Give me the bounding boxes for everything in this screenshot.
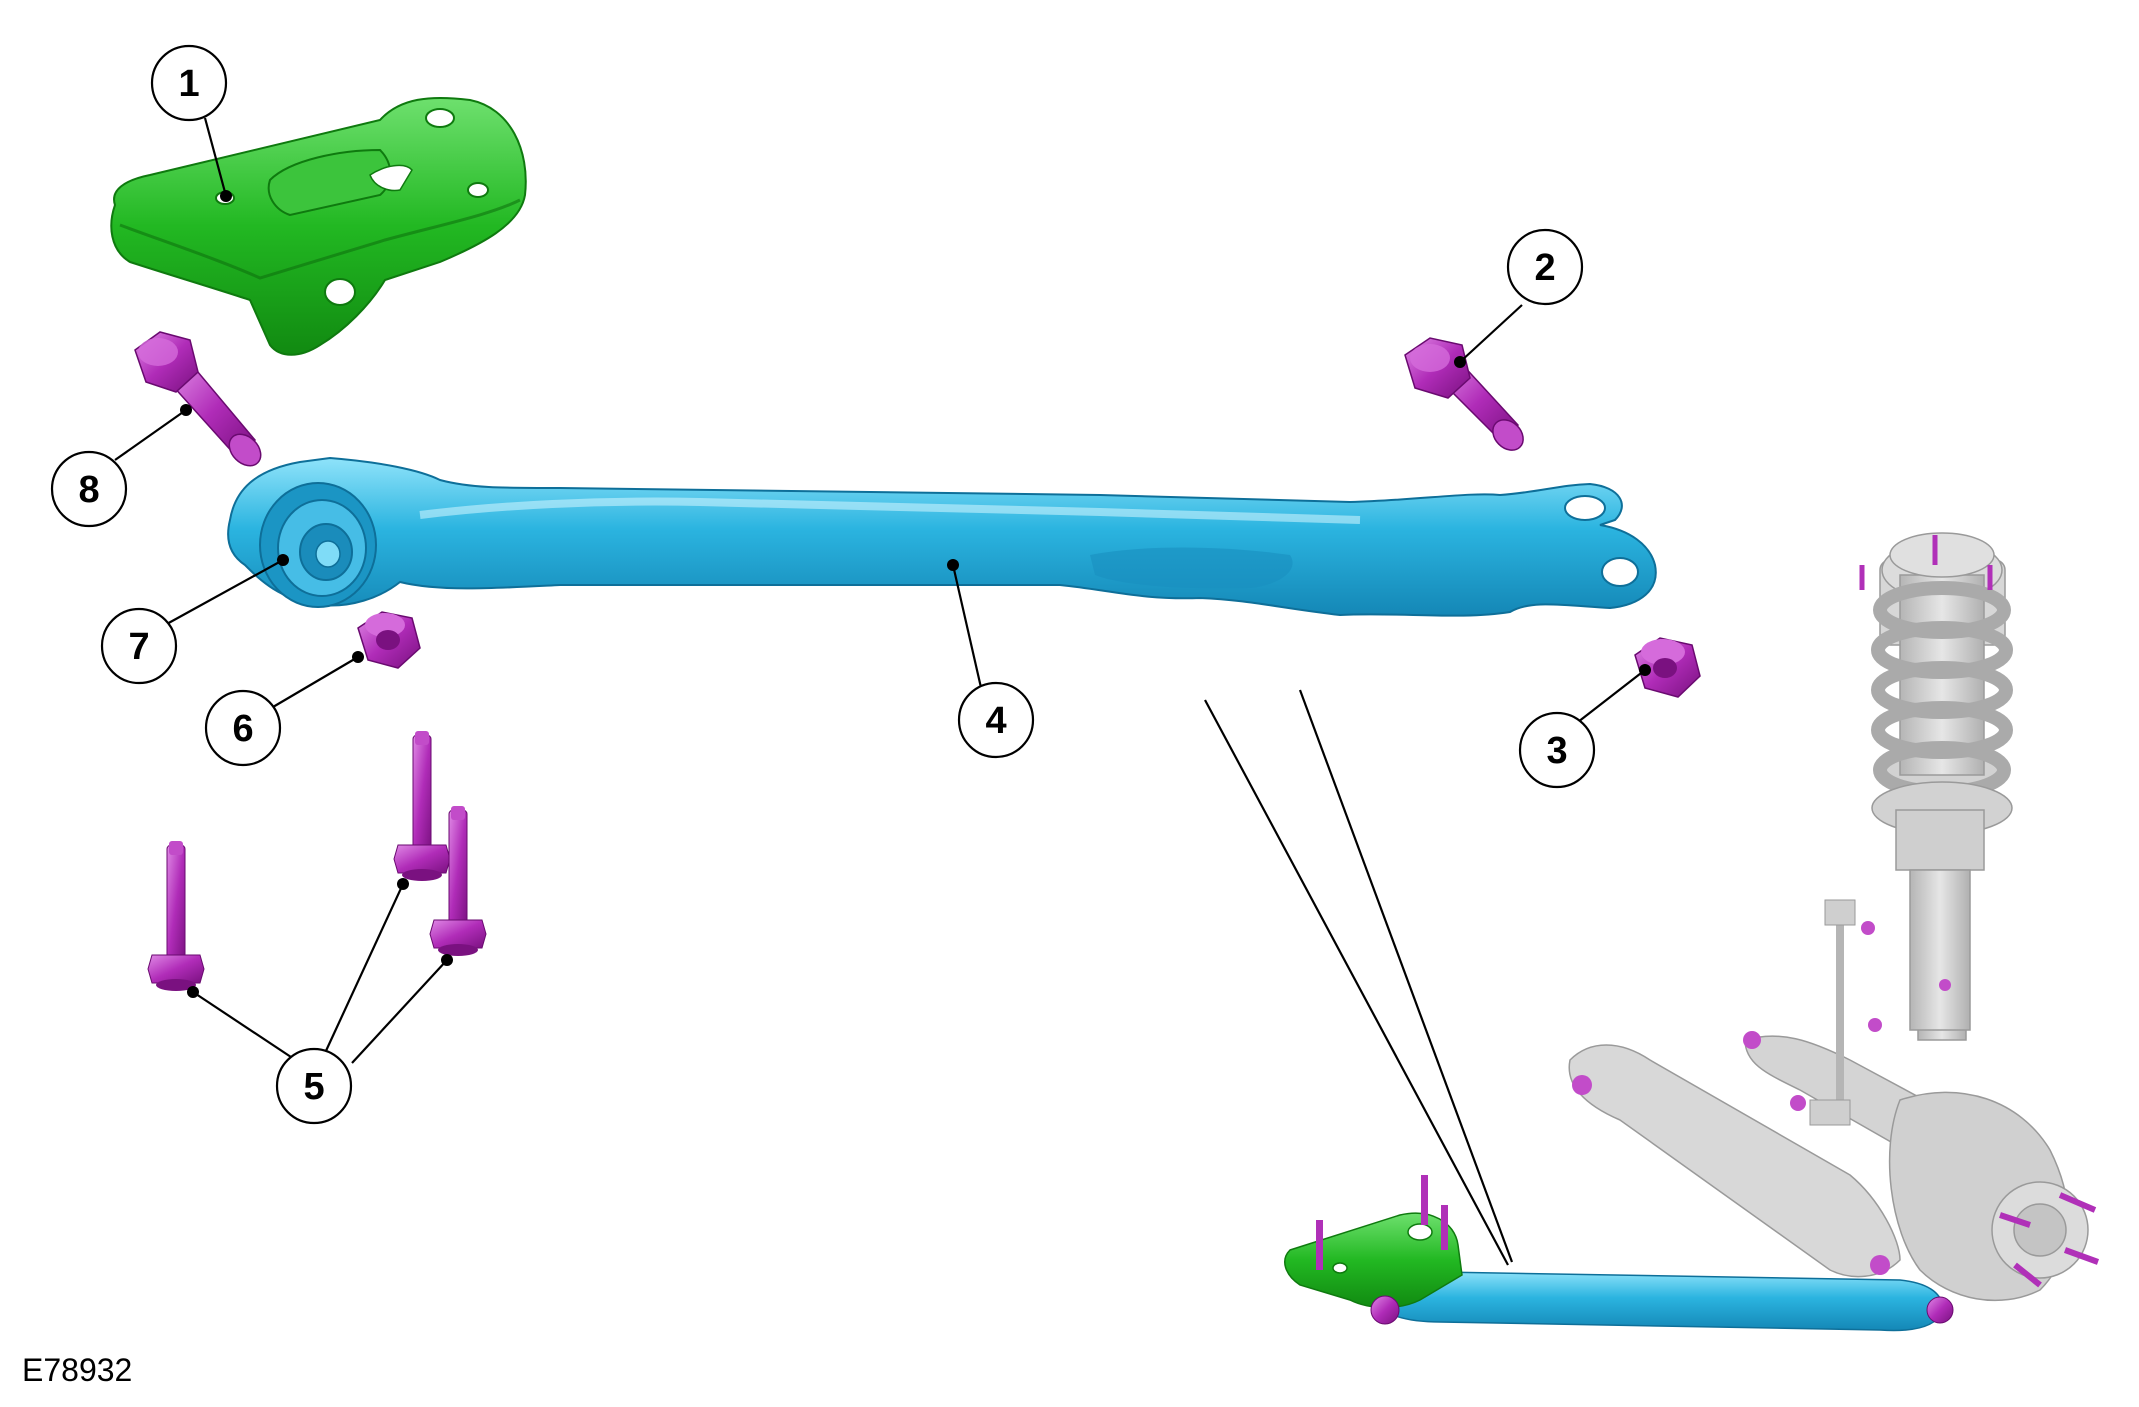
callout-label-7: 7 (128, 626, 149, 668)
leader-7 (164, 559, 284, 626)
leader-3 (1577, 669, 1646, 723)
nut-right-icon (1634, 637, 1701, 698)
callout-5: 5 (275, 1047, 353, 1125)
callout-label-8: 8 (78, 469, 99, 511)
callout-1: 1 (150, 44, 228, 122)
detail-line-1 (1204, 699, 1509, 1266)
bracket-plate-icon (110, 96, 527, 356)
leader-5c (351, 959, 448, 1064)
callout-label-2: 2 (1534, 247, 1555, 289)
callout-4: 4 (957, 681, 1035, 759)
nut-left-icon (357, 611, 421, 669)
installed-arm-assembly-icon (1284, 1175, 1954, 1332)
leader-5a (192, 991, 301, 1064)
leader-8 (114, 409, 187, 461)
callout-2: 2 (1506, 228, 1584, 306)
leader-2 (1459, 304, 1523, 363)
callout-label-1: 1 (178, 63, 199, 105)
leader-1 (203, 117, 228, 197)
callout-8: 8 (50, 450, 128, 528)
leader-6 (272, 656, 359, 708)
leader-5b (324, 883, 404, 1054)
stud-bolt-icon (147, 730, 487, 992)
callout-3: 3 (1518, 711, 1596, 789)
callout-7: 7 (100, 607, 178, 685)
callout-label-3: 3 (1546, 730, 1567, 772)
leader-4 (951, 564, 984, 693)
callout-6: 6 (204, 689, 282, 767)
figure-id: E78932 (22, 1352, 133, 1388)
bolt-upper-right-icon (1404, 337, 1524, 451)
callout-label-5: 5 (303, 1066, 324, 1108)
suspension-assembly-icon (1568, 532, 2100, 1302)
callout-label-4: 4 (985, 700, 1006, 742)
leader-dots (180, 190, 1651, 998)
leader-lines (114, 117, 1646, 1266)
detail-line-2 (1298, 689, 1514, 1263)
lateral-arm-icon (227, 456, 1657, 617)
bolt-upper-left-icon (134, 331, 262, 467)
callout-label-6: 6 (232, 708, 253, 750)
bushing-icon (259, 482, 377, 608)
